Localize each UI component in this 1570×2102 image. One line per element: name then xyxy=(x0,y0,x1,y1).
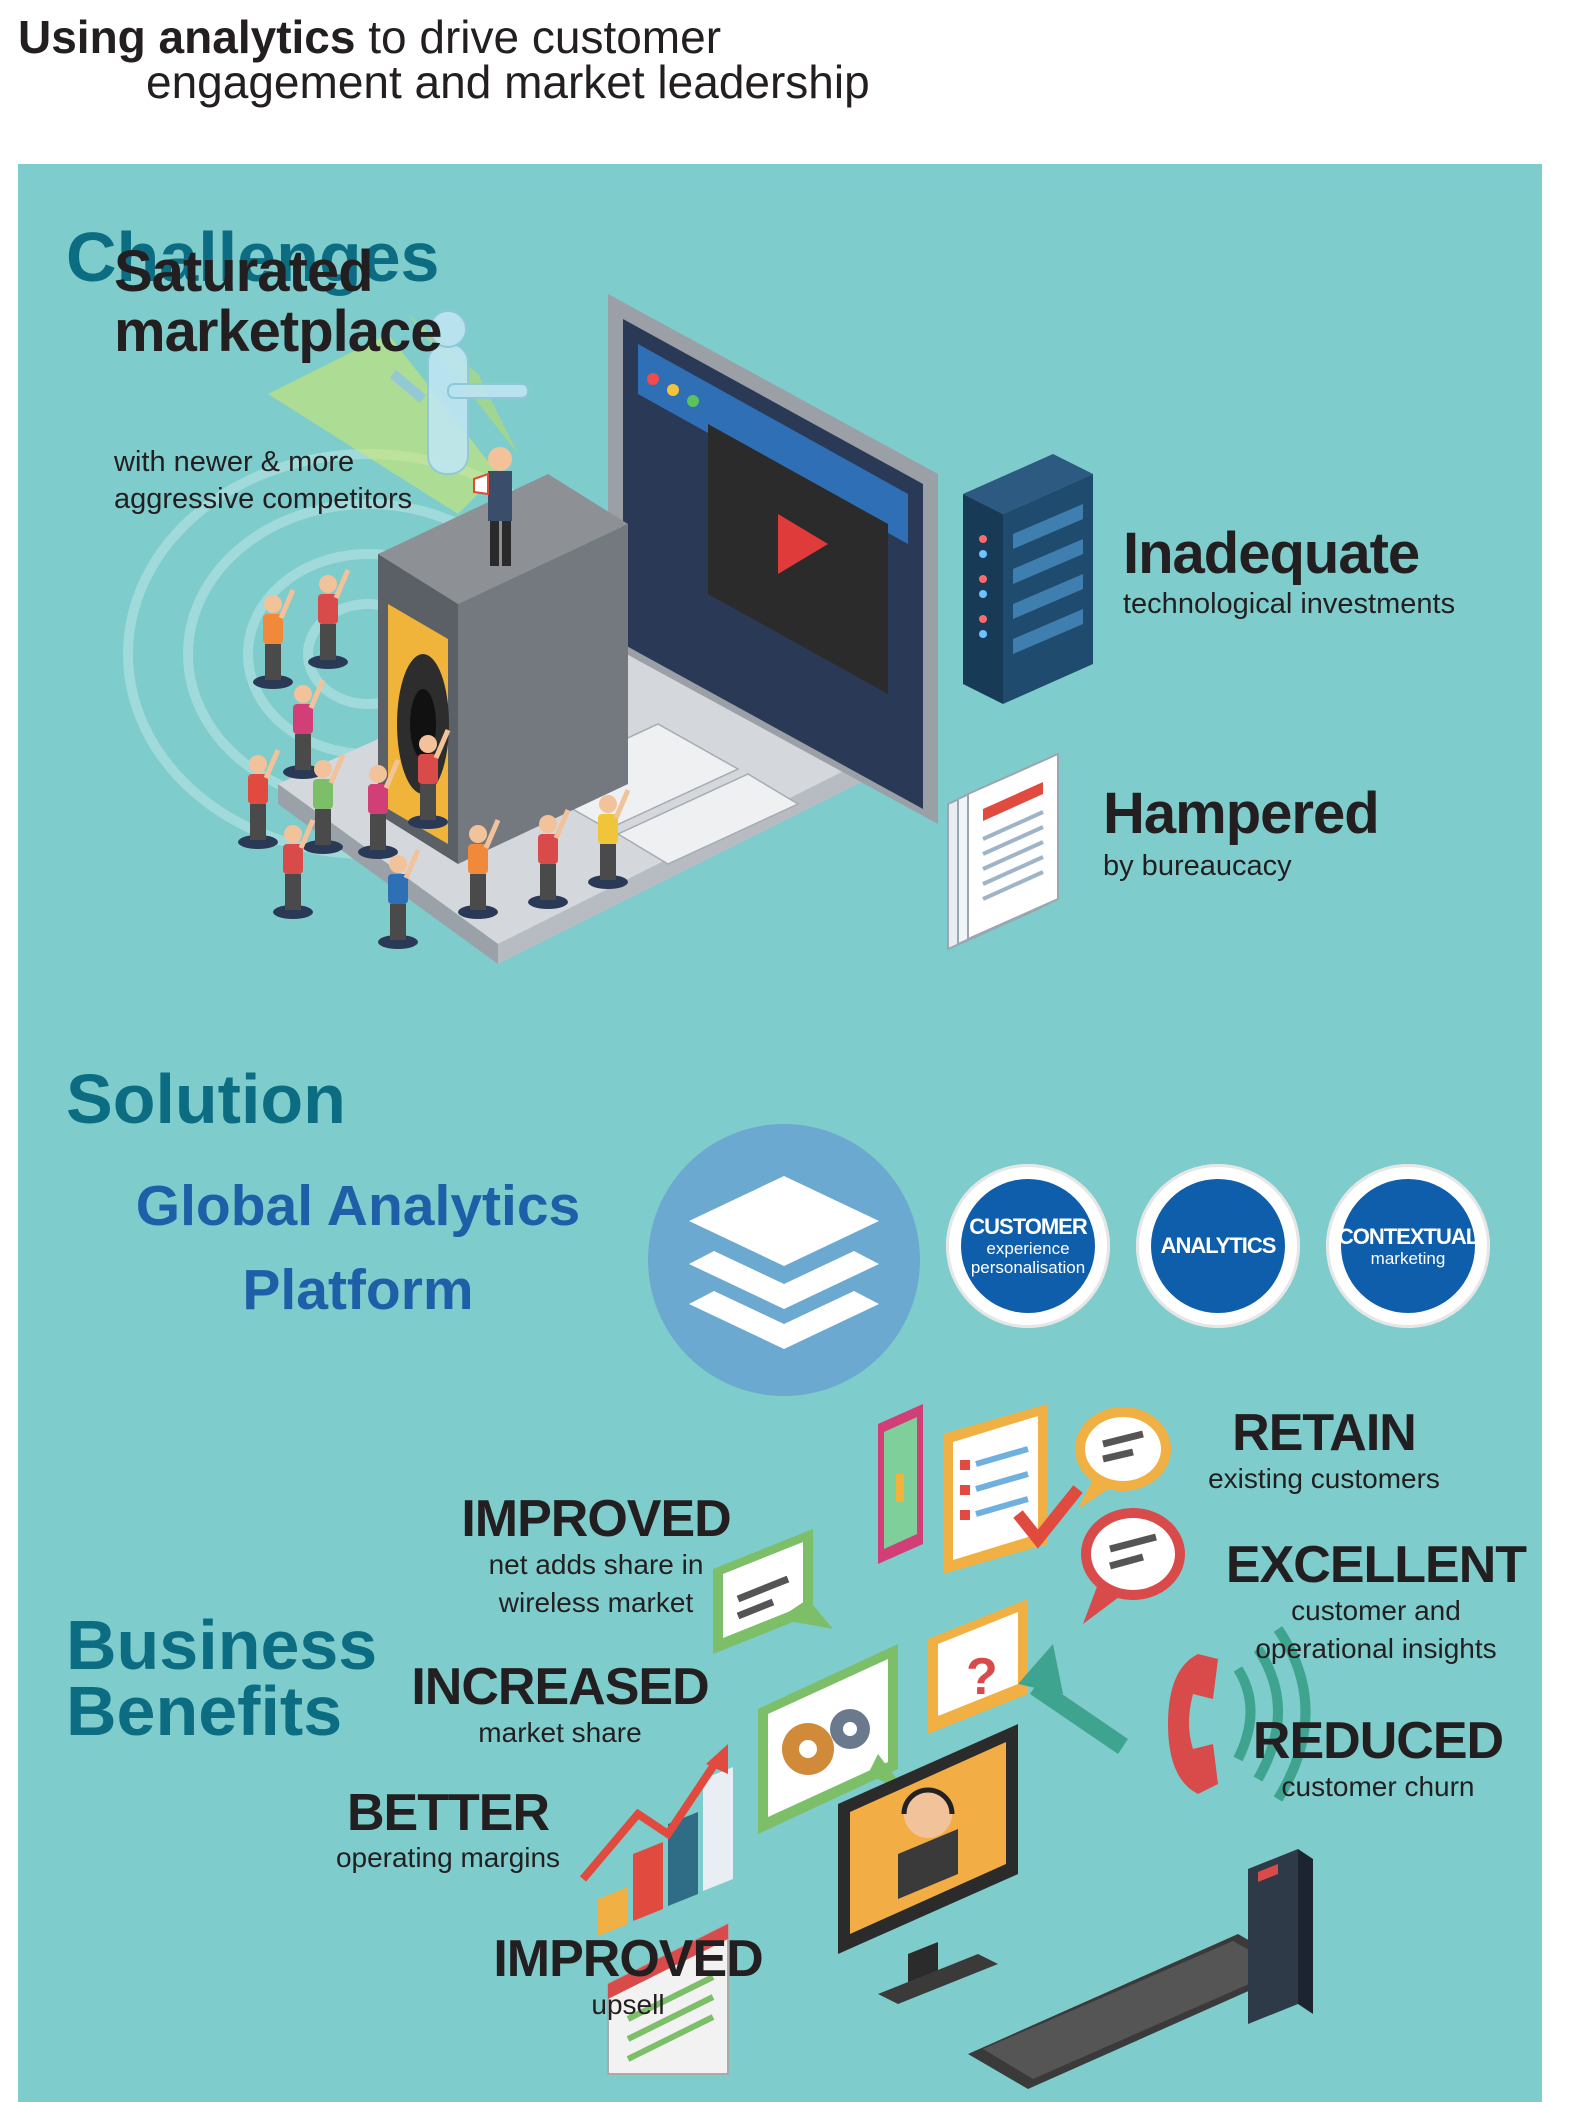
benefits-heading-line2: Benefits xyxy=(66,1672,343,1750)
crowd-person-icon xyxy=(588,789,631,889)
platform-title: Global Analytics Platform xyxy=(68,1164,648,1332)
benefit-improved-wireless-sub-1: net adds share in xyxy=(488,1549,704,1580)
challenge-hampered-sub: by bureaucacy xyxy=(1103,850,1292,882)
benefit-reduced-sub: customer churn xyxy=(1281,1771,1475,1802)
solution-heading: Solution xyxy=(66,1060,346,1138)
challenge-saturated-sub: with newer & more aggressive competitors xyxy=(114,444,412,518)
challenge-saturated-title: Saturated marketplace xyxy=(114,239,443,364)
keyboard-icon xyxy=(968,1934,1298,2089)
checklist-icon xyxy=(943,1404,1083,1574)
benefit-better-sub: operating margins xyxy=(335,1842,561,1873)
telephone-handset-icon xyxy=(1168,1626,1311,1802)
pill-customer-big: CUSTOMER xyxy=(969,1214,1087,1239)
benefits-icon-cluster: ? xyxy=(579,1404,1313,2089)
benefit-excellent-title: EXCELLENT xyxy=(1225,1536,1527,1594)
benefits-heading: Business Benefits xyxy=(66,1606,378,1750)
up-arrow-icon xyxy=(1018,1644,1128,1754)
pill-analytics: ANALYTICS xyxy=(1136,1164,1300,1328)
title-line2: engagement and market leadership xyxy=(146,56,870,108)
crowd-person-icon xyxy=(253,589,296,689)
challenge-saturated-sub-line1: with newer & more xyxy=(114,446,355,478)
laptop-concert-illustration xyxy=(123,294,938,964)
challenge-hampered-title: Hampered xyxy=(1103,781,1380,846)
platform-title-line1: Global Analytics xyxy=(135,1174,581,1238)
benefit-reduced-title: REDUCED xyxy=(1252,1712,1504,1770)
challenge-saturated-sub-line2: aggressive competitors xyxy=(114,483,413,515)
benefit-increased-sub: market share xyxy=(478,1717,642,1748)
crowd-person-icon xyxy=(408,729,451,829)
benefit-improved-wireless-title: IMPROVED xyxy=(461,1490,731,1548)
benefit-improved-upsell-sub: upsell xyxy=(591,1989,665,2020)
crowd-person-icon xyxy=(303,754,346,854)
chat-bubble-icon xyxy=(1081,1508,1185,1624)
server-rack-icon xyxy=(963,454,1093,704)
pill-contextual: CONTEXTUAL marketing xyxy=(1326,1164,1490,1328)
title-rest: to drive customer xyxy=(368,11,722,63)
pill-customer: CUSTOMER experience personalisation xyxy=(946,1164,1110,1328)
crowd-person-icon xyxy=(238,749,281,849)
infographic-panel: Challenges xyxy=(18,164,1542,2102)
chat-bubble-icon xyxy=(713,1529,833,1654)
benefits-heading-line1: Business xyxy=(66,1606,378,1684)
pill-contextual-big: CONTEXTUAL xyxy=(1337,1223,1479,1249)
chat-bubble-icon xyxy=(1075,1407,1171,1509)
pill-contextual-small: marketing xyxy=(1370,1248,1446,1268)
benefit-increased-title: INCREASED xyxy=(411,1658,709,1716)
crowd-person-icon xyxy=(528,809,571,909)
document-stack-icon xyxy=(947,752,1059,951)
crowd-person-icon xyxy=(358,759,401,859)
challenges-heading: Challenges xyxy=(66,218,440,296)
platform-circle xyxy=(648,1124,920,1396)
smartphone-icon xyxy=(878,1404,923,1564)
page-title: Using analytics to drive customer engage… xyxy=(18,11,870,108)
challenge-saturated-title-line1: Saturated xyxy=(114,239,374,304)
notebook-icon xyxy=(1248,1849,1313,2024)
pill-customer-small-2: personalisation xyxy=(970,1258,1086,1277)
benefit-improved-upsell-title: IMPROVED xyxy=(493,1930,763,1988)
benefit-improved-wireless-sub-2: wireless market xyxy=(498,1587,694,1618)
pill-analytics-big: ANALYTICS xyxy=(1160,1233,1277,1258)
benefit-better-title: BETTER xyxy=(347,1784,550,1842)
gears-icon xyxy=(758,1644,908,1834)
crowd-person-icon xyxy=(283,679,326,779)
benefit-retain-sub: existing customers xyxy=(1208,1463,1440,1494)
benefit-retain-title: RETAIN xyxy=(1232,1404,1417,1462)
crowd-person-icon xyxy=(458,819,501,919)
monitor-support-agent-icon xyxy=(838,1724,1018,2004)
svg-text:?: ? xyxy=(966,1648,998,1706)
layers-stack-icon xyxy=(689,1176,879,1349)
pill-customer-small-1: experience xyxy=(986,1239,1070,1258)
question-card-icon: ? xyxy=(928,1599,1028,1734)
challenge-inadequate-title: Inadequate xyxy=(1123,521,1420,586)
crowd-person-icon xyxy=(308,569,351,669)
benefit-excellent-sub-2: operational insights xyxy=(1255,1633,1497,1664)
benefit-excellent-sub-1: customer and xyxy=(1291,1595,1461,1626)
platform-title-line2: Platform xyxy=(242,1258,474,1322)
crowd-person-icon xyxy=(273,819,316,919)
challenge-saturated-title-line2: marketplace xyxy=(114,299,443,364)
challenge-inadequate-sub: technological investments xyxy=(1123,588,1456,620)
crowd-person-icon xyxy=(378,849,421,949)
growth-bar-chart-icon xyxy=(579,1744,733,1936)
title-bold: Using analytics xyxy=(18,11,356,63)
notepad-icon xyxy=(607,1922,729,2075)
